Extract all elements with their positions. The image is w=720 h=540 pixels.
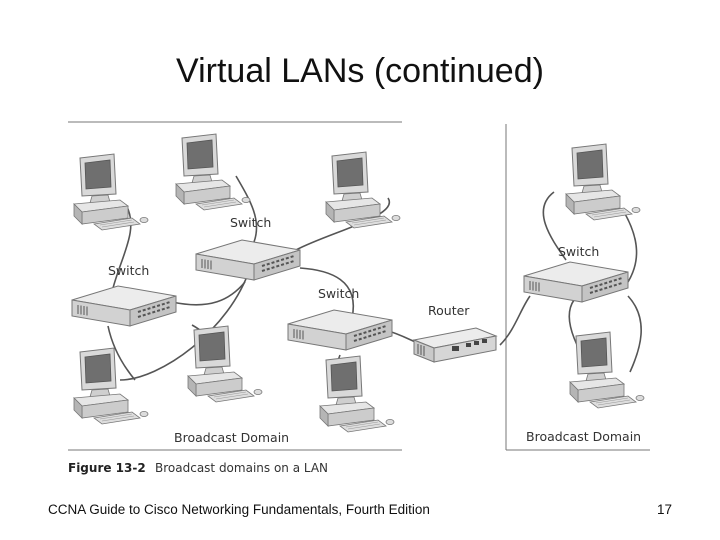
pc-icon [73, 153, 149, 231]
figure-caption: Broadcast domains on a LAN [155, 461, 328, 475]
footer-text: CCNA Guide to Cisco Networking Fundament… [48, 502, 430, 517]
pc-icon [325, 151, 401, 229]
pc-icon [187, 325, 263, 403]
pc-icon [73, 347, 149, 425]
label-router: Router [428, 303, 470, 318]
slide-title: Virtual LANs (continued) [176, 52, 544, 90]
label-domain-right: Broadcast Domain [526, 429, 641, 444]
label-domain-left: Broadcast Domain [174, 430, 289, 445]
switch-icon [195, 239, 301, 281]
pc-icon [175, 133, 251, 211]
label-switch-right: Switch [558, 244, 599, 259]
switch-icon [287, 309, 393, 351]
router-icon [412, 327, 498, 363]
figure-number: Figure 13-2 [68, 461, 146, 475]
label-switch-left: Switch [108, 263, 149, 278]
label-switch-middle: Switch [318, 286, 359, 301]
pc-icon [565, 143, 641, 221]
pc-icon [319, 355, 395, 433]
pc-icon [569, 331, 645, 409]
page-number: 17 [656, 502, 672, 517]
switch-icon [523, 261, 629, 303]
switch-icon [71, 285, 177, 327]
label-switch-top: Switch [230, 215, 271, 230]
